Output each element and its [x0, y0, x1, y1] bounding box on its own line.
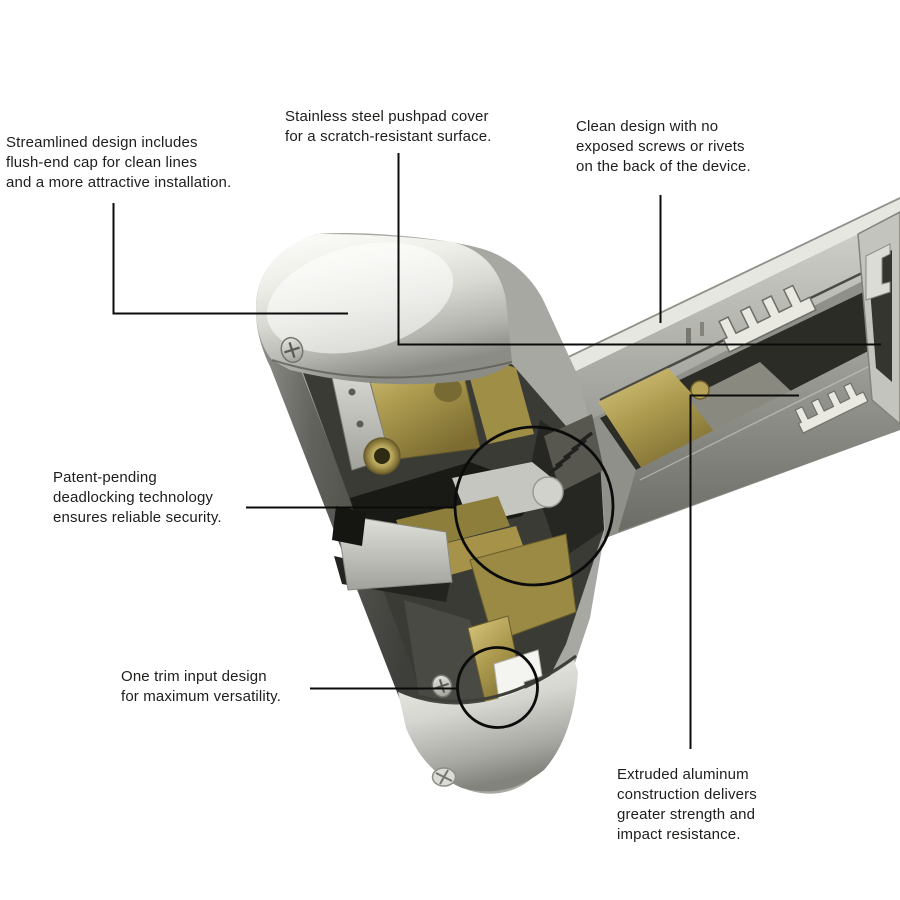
- callout-trim-input: One trim input design for maximum versat…: [121, 667, 281, 707]
- callout-text-line: for a scratch-resistant surface.: [285, 128, 492, 145]
- leader-flush-end-cap: [112, 203, 348, 315]
- bracket-screw-2: [356, 420, 364, 428]
- bracket-screw: [348, 388, 356, 396]
- bottom-cap-seam: [395, 654, 577, 703]
- rail-assembly: [560, 197, 900, 540]
- callout-text-line: construction delivers: [617, 786, 757, 803]
- rail-pin: [686, 328, 691, 344]
- focus-circle-deadlocking: [453, 425, 615, 587]
- callout-text-line: exposed screws or rivets: [576, 138, 745, 155]
- annotations: [112, 153, 881, 749]
- cap-seam: [271, 359, 513, 379]
- leader-extruded-aluminum: [689, 394, 799, 749]
- extrusion-profile-piece-small: [794, 382, 869, 434]
- callout-text-line: Patent-pending: [53, 469, 157, 486]
- rail-bottom-face: [618, 342, 900, 532]
- extrusion-profile-piece: [718, 284, 817, 353]
- callout-extruded-aluminum: Extruded aluminum construction delivers …: [617, 765, 757, 845]
- callout-text-line: on the back of the device.: [576, 158, 751, 175]
- rail-cross-section-channel: [865, 243, 891, 301]
- spring-coil: [546, 431, 594, 476]
- left-black-clamp: [332, 506, 366, 546]
- slide-block-pin: [532, 476, 564, 508]
- screw-left: [280, 336, 304, 364]
- callout-text-line: impact resistance.: [617, 826, 741, 843]
- callout-pushpad-cover: Stainless steel pushpad cover for a scra…: [285, 107, 492, 147]
- callout-text-line: flush-end cap for clean lines: [6, 154, 198, 171]
- rail-inner-silver-block: [688, 362, 792, 434]
- rail-top-edge-highlight: [560, 199, 900, 376]
- screw-lower-left: [431, 674, 453, 698]
- rail-bottom-inner-edge: [639, 355, 891, 481]
- brass-plate-hole: [434, 378, 462, 402]
- callout-text-line: Extruded aluminum: [617, 766, 749, 783]
- callout-deadlocking: Patent-pending deadlocking technology en…: [53, 468, 222, 528]
- trim-input-hole: [374, 448, 390, 464]
- callout-text-line: deadlocking technology: [53, 489, 214, 506]
- rail-inner-brass-mechanism: [598, 368, 724, 472]
- callout-text-line: and a more attractive installation.: [6, 174, 232, 191]
- callout-flush-end-cap: Streamlined design includes flush-end ca…: [6, 133, 231, 193]
- leader-pushpad-cover: [397, 153, 881, 346]
- screw-bottom-cap: [431, 767, 457, 787]
- mechanism-cutaway: [302, 347, 604, 736]
- callout-text-line: Stainless steel pushpad cover: [285, 108, 489, 125]
- callout-text-line: for maximum versatility.: [121, 688, 282, 705]
- focus-circle-trim-input: [456, 646, 539, 729]
- rail-pin-2: [700, 322, 704, 336]
- callout-text-line: ensures reliable security.: [53, 509, 222, 526]
- callout-text-line: One trim input design: [121, 668, 267, 685]
- callout-text-line: greater strength and: [617, 806, 756, 823]
- callout-text-line: Streamlined design includes: [6, 134, 198, 151]
- head-assembly: [255, 232, 606, 794]
- brass-plate-lower-right: [469, 533, 577, 643]
- callout-text-line: Clean design with no: [576, 118, 719, 135]
- cap-highlight: [266, 242, 454, 354]
- rail-back-face: [566, 214, 900, 420]
- left-protruding-bracket: [335, 513, 453, 591]
- callout-clean-back: Clean design with no exposed screws or r…: [576, 117, 751, 177]
